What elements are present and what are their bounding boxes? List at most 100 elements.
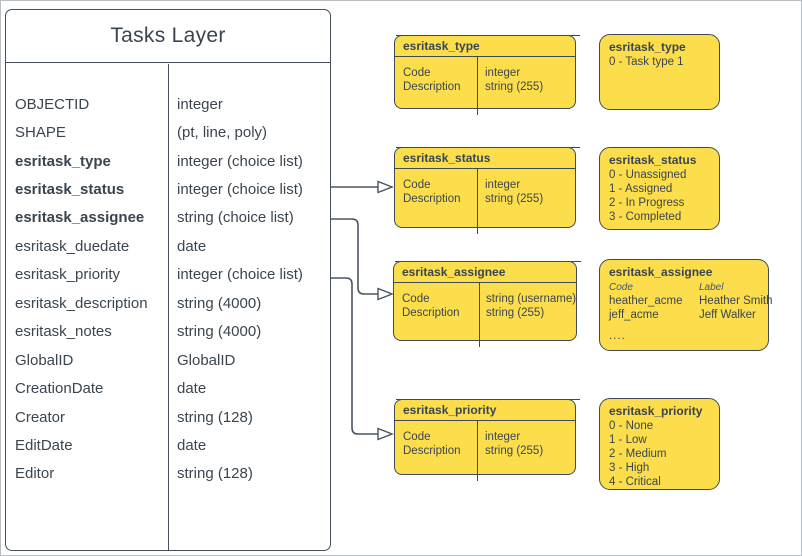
field-row: esritask_notes string (4000) [6,318,330,346]
code-label: Code [402,293,430,305]
domain-value: 2 - In Progress [609,196,685,209]
assignee-code: jeff_acme [609,308,659,321]
field-name: SHAPE [15,124,66,142]
field-name: OBJECTID [15,95,90,113]
description-type: string (255) [485,192,544,205]
connector-assignee [331,218,378,295]
description-type: string (255) [486,306,545,319]
code-label: Code [403,431,431,443]
arrowhead-status [377,180,394,194]
code-table-divider [477,169,478,234]
connector-priority [331,277,378,435]
field-name: esritask_description [15,294,148,312]
domain-title: esritask_type [609,40,686,54]
field-name: CreationDate [15,380,104,398]
code-table-divider [477,421,478,481]
field-row: EditDate date [6,431,330,459]
field-name: EditDate [15,436,73,454]
domain-code-label-grid: Code Label heather_acme Heather Smith je… [609,281,773,323]
assignee-label: Jeff Walker [699,308,756,321]
arrowhead-assignee [377,287,394,301]
field-name: Editor [15,465,55,483]
description-label: Description [402,306,460,319]
field-row: Creator string (128) [6,403,330,431]
description-label: Description [403,80,461,93]
code-table-title: esritask_priority [395,400,575,421]
tasks-layer-body: OBJECTID integer SHAPE (pt, line, poly) … [6,64,330,550]
domain-box-type: esritask_type 0 - Task type 1 [599,34,720,110]
field-row: esritask_status integer (choice list) [6,175,330,203]
code-table-body: Code Description string (username) strin… [394,283,576,340]
field-type: integer (choice list) [177,152,303,170]
code-table-assignee: esritask_assignee Code Description strin… [393,261,581,347]
code-table-title: esritask_assignee [394,262,576,283]
code-table-divider [479,283,480,347]
code-table-divider [477,57,478,115]
field-type: string (4000) [177,294,262,312]
field-row: SHAPE (pt, line, poly) [6,118,330,146]
domain-value: 1 - Assigned [609,182,673,195]
ellipsis-more-values: .... [609,329,626,342]
domain-value: 3 - High [609,461,650,474]
field-type: string (128) [177,408,253,426]
field-type: GlobalID [177,351,236,369]
code-table-body: Code Description integer string (255) [395,169,575,227]
code-table-status: esritask_status Code Description integer… [394,147,580,234]
domain-values: 0 - Task type 1 [609,56,710,70]
code-table-priority: esritask_priority Code Description integ… [394,399,580,481]
field-type: date [177,380,207,398]
description-label: Description [403,444,461,457]
field-name: GlobalID [15,351,74,369]
field-row: esritask_description string (4000) [6,289,330,317]
domain-value: 0 - None [609,419,654,432]
field-name: esritask_priority [15,266,121,284]
field-type: date [177,436,207,454]
field-name: esritask_notes [15,323,112,341]
description-label: Description [403,192,461,205]
column-header-code: Code [609,281,633,293]
field-type: (pt, line, poly) [177,124,268,142]
domain-value: 0 - Task type 1 [609,55,684,68]
field-row: esritask_assignee string (choice list) [6,204,330,232]
domain-title: esritask_status [609,153,697,167]
field-type: string (choice list) [177,209,294,227]
field-row: Editor string (128) [6,460,330,488]
arrowhead-priority [377,427,394,441]
field-name: esritask_type [15,152,111,170]
field-name: esritask_status [15,181,125,199]
code-label: Code [403,179,431,191]
domain-value: 2 - Medium [609,447,667,460]
domain-value: 1 - Low [609,433,647,446]
field-type: string (4000) [177,323,262,341]
code-table-body: Code Description integer string (255) [395,421,575,474]
code-table-title: esritask_status [395,148,575,169]
domain-title: esritask_assignee [609,265,713,279]
field-row: OBJECTID integer [6,90,330,118]
field-row: CreationDate date [6,374,330,402]
description-type: string (255) [485,444,544,457]
code-table-type: esritask_type Code Description integer s… [394,35,580,115]
code-type: integer [485,431,521,443]
field-name: esritask_assignee [15,209,145,227]
field-type: integer (choice list) [177,181,303,199]
description-type: string (255) [485,80,544,93]
domain-value: 4 - Critical [609,475,661,488]
field-type: integer [177,95,223,113]
domain-box-assignee: esritask_assignee Code Label heather_acm… [599,259,773,351]
table-top-rule [396,35,580,36]
domain-title: esritask_priority [609,404,703,418]
field-row: esritask_priority integer (choice list) [6,261,330,289]
code-table-body: Code Description integer string (255) [395,57,575,108]
field-name: esritask_duedate [15,237,130,255]
domain-value: 0 - Unassigned [609,168,687,181]
assignee-label: Heather Smith [699,294,773,307]
field-type: integer (choice list) [177,266,303,284]
field-type: string (128) [177,465,253,483]
tasks-layer-node: Tasks Layer OBJECTID integer SHAPE (pt, … [5,9,331,551]
code-type: integer [485,67,521,79]
